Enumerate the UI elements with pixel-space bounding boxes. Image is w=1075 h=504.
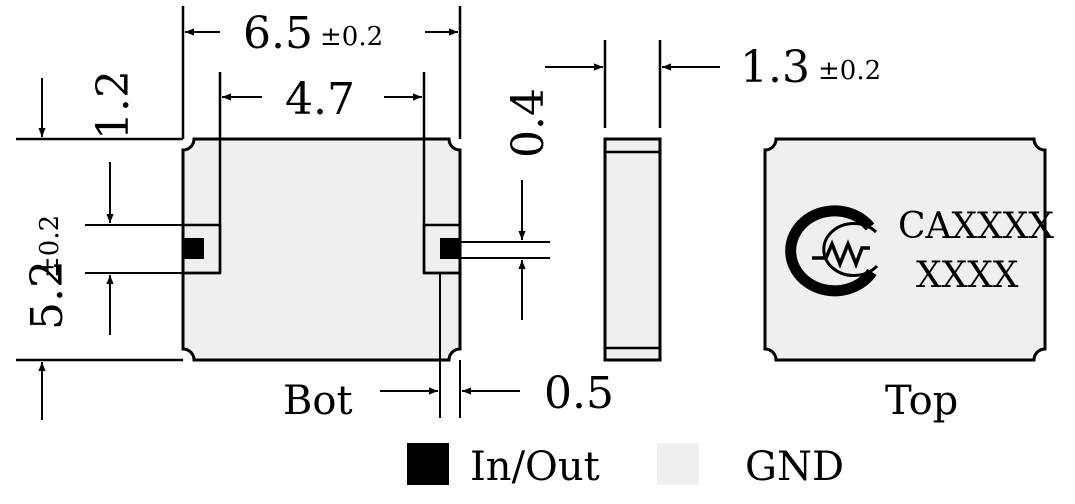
top-view-body (763, 137, 1047, 362)
pad-height-value: 0.4 (503, 88, 554, 158)
dimension-corner-height: 1.2 (16, 70, 183, 141)
height-value: 5.2 (22, 260, 73, 330)
legend-inout-swatch (407, 443, 449, 485)
legend-inout-label: In/Out (470, 444, 600, 490)
top-view: CAXXXX XXXX (763, 137, 1054, 362)
total-width-value: 6.5 (243, 8, 313, 59)
dimension-thickness: 1.3 ±0.2 (545, 40, 881, 128)
thickness-tolerance: ±0.2 (818, 56, 881, 86)
side-view (603, 137, 662, 362)
dimension-total-width: 6.5 ±0.2 (181, 6, 462, 139)
bottom-view (181, 137, 462, 418)
height-tolerance: ±0.2 (35, 215, 65, 278)
right-inout-pad (440, 238, 460, 259)
thickness-value: 1.3 (740, 42, 810, 93)
dimension-left-pad-height (85, 162, 183, 335)
dimension-pad-width: 0.5 (380, 368, 614, 419)
dimension-height: 5.2 ±0.2 (16, 215, 183, 420)
marking-line-1: CAXXXX (898, 206, 1054, 247)
legend-gnd-label: GND (745, 444, 844, 490)
top-view-label: Top (885, 378, 958, 424)
left-pad-frame (181, 223, 222, 275)
corner-height-value: 1.2 (88, 70, 139, 140)
side-view-body (603, 137, 662, 362)
bottom-view-label: Bot (283, 378, 353, 424)
bottom-view-body (181, 137, 462, 362)
manufacturer-logo (785, 205, 879, 297)
pad-width-value: 0.5 (544, 368, 614, 419)
left-inout-pad (184, 238, 204, 259)
inner-width-value: 4.7 (285, 74, 355, 125)
legend-gnd-swatch (657, 443, 699, 485)
legend: In/Out GND (407, 443, 844, 490)
dimension-pad-height: 0.4 (460, 88, 554, 320)
dimension-inner-width: 4.7 (218, 72, 426, 139)
total-width-tolerance: ±0.2 (320, 22, 383, 52)
marking-line-2: XXXX (916, 255, 1019, 296)
